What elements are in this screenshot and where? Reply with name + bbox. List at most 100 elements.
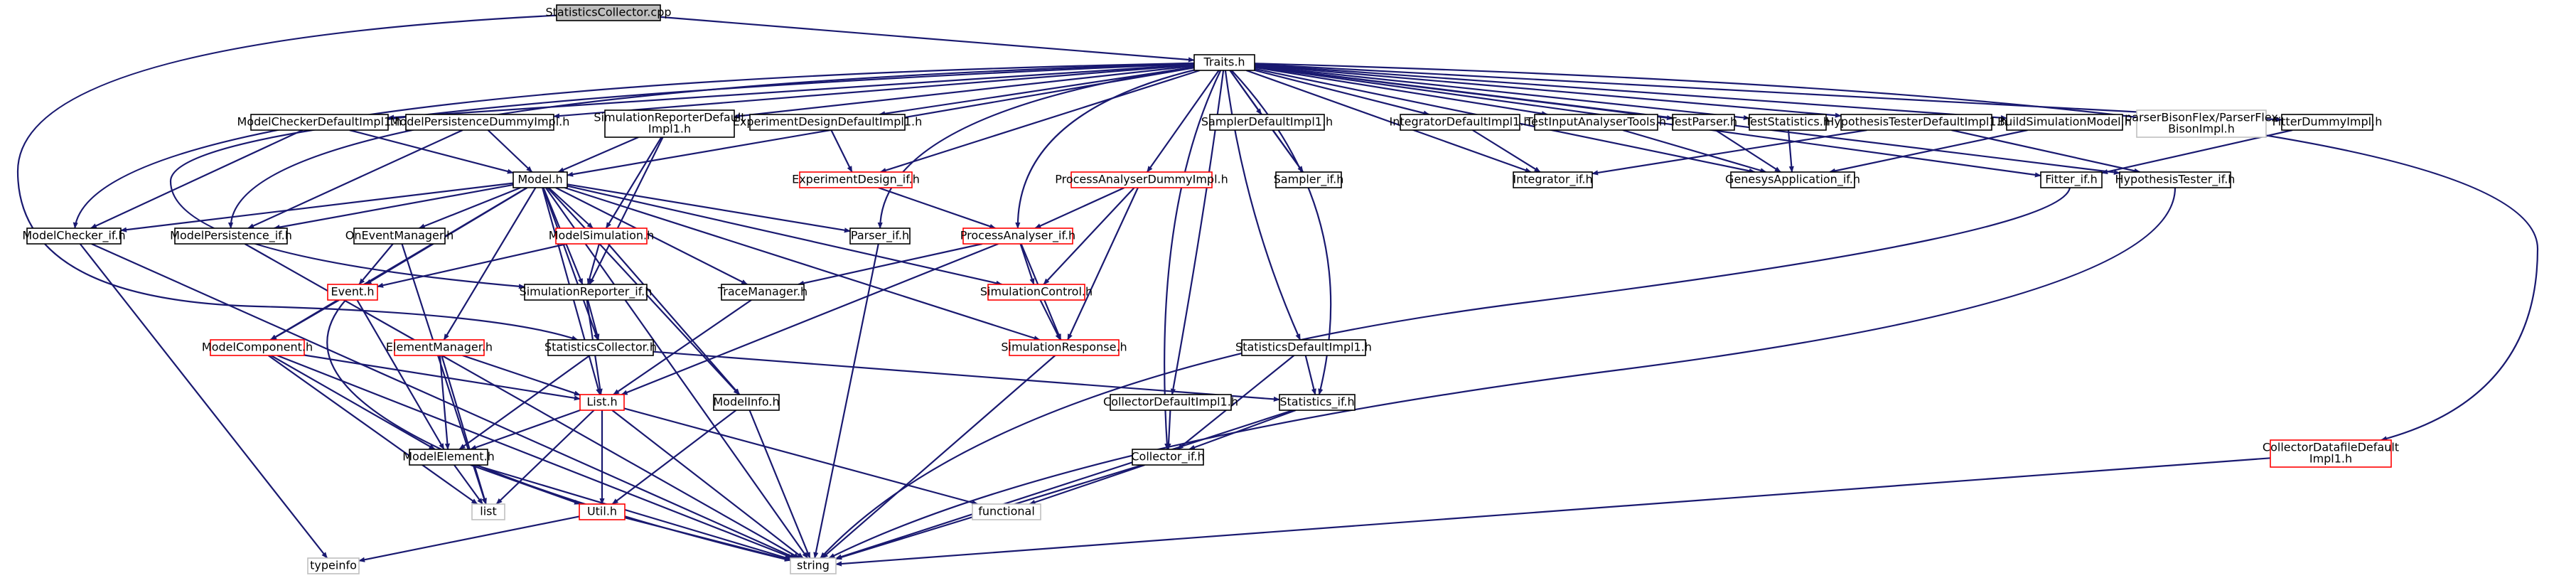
node-processanalyserdummyimpl_h[interactable]: ProcessAnalyserDummyImpl.h <box>1055 171 1228 188</box>
node-samplerdefaultimpl1_h[interactable]: SamplerDefaultImpl1.h <box>1201 114 1333 131</box>
edge-traits_h-to-integratordefaultimpl1_h <box>1254 69 1430 116</box>
node-experimentdesign_if_h[interactable]: ExperimentDesign_if.h <box>792 171 920 188</box>
node-box <box>579 394 625 411</box>
edge-traits_h-to-collector_if_h <box>1164 70 1222 450</box>
node-box <box>353 228 446 245</box>
node-simulationcontrol_h[interactable]: SimulationControl.h <box>980 284 1093 301</box>
edge-traits_h-to-modelcheckerdefaultimpl1_h <box>387 63 1195 120</box>
node-elementmanager_h[interactable]: ElementManager.h <box>386 339 493 356</box>
edge-modelpersistencedummyimpl_h-to-model_h <box>487 129 533 173</box>
edge-modelpersistencedummyimpl_h-to-modelpersistence_if_h <box>247 129 463 230</box>
node-box <box>524 284 648 301</box>
node-integrator_if_h[interactable]: Integrator_if.h <box>1513 171 1593 188</box>
edge-traits_h-to-statisticsdefaultimpl1_h <box>1224 70 1302 341</box>
edge-traits_h-to-collectordatafiledefaultimpl1_h <box>1254 63 2539 441</box>
node-box <box>962 228 1073 245</box>
node-label: Fitter_if.h <box>2045 173 2098 187</box>
node-label: string <box>797 559 830 572</box>
node-label: BisonImpl.h <box>2168 122 2235 136</box>
node-event_h[interactable]: Event.h <box>327 284 378 301</box>
node-statistics_if_h[interactable]: Statistics_if.h <box>1279 394 1356 411</box>
node-model_h[interactable]: Model.h <box>512 171 568 188</box>
node-modelinfo_h[interactable]: ModelInfo.h <box>713 394 780 411</box>
node-fitter_if_h[interactable]: Fitter_if.h <box>2040 171 2103 188</box>
node-label: SimulationResponse.h <box>1001 341 1127 354</box>
node-label: ModelInfo.h <box>713 395 779 409</box>
node-box <box>1400 114 1520 131</box>
node-modelcomponent_h[interactable]: ModelComponent.h <box>202 339 313 356</box>
node-tracemanager_h[interactable]: TraceManager.h <box>717 284 807 301</box>
node-box <box>1241 339 1366 356</box>
node-parser_if_h[interactable]: Parser_if.h <box>849 228 911 245</box>
node-modelelement_h[interactable]: ModelElement.h <box>402 449 495 466</box>
edge-traits_h-to-processanalyser_if_h <box>1015 69 1195 229</box>
node-modelchecker_if_h[interactable]: ModelChecker_if.h <box>22 228 126 245</box>
edge-simulationcontrol_h-to-simulationresponse_h <box>1039 299 1061 341</box>
edge-statisticsdefaultimpl1_h-to-statistics_if_h <box>1304 355 1316 395</box>
node-box <box>749 114 906 131</box>
edge-util_h-to-typeinfo <box>358 515 580 562</box>
node-list[interactable]: list <box>471 503 505 520</box>
node-testinputanalysertools_h[interactable]: TestInputAnalyserTools.h <box>1525 114 1666 131</box>
node-experimentdesigndefaultimpl1_h[interactable]: ExperimentDesignDefaultImpl1.h <box>733 114 922 131</box>
node-box <box>579 503 626 520</box>
node-integratordefaultimpl1_h[interactable]: IntegratorDefaultImpl1.h <box>1390 114 1531 131</box>
node-statisticscollector_h[interactable]: StatisticsCollector.h <box>544 339 657 356</box>
node-traits_h[interactable]: Traits.h <box>1193 54 1255 71</box>
node-statisticscollector_cpp[interactable]: StatisticsCollector.cpp <box>546 4 672 21</box>
edge-teststatistics_h-to-genesysapplication_if_h <box>1787 129 1794 173</box>
node-processanalyser_if_h[interactable]: ProcessAnalyser_if.h <box>960 228 1075 245</box>
node-functional[interactable]: functional <box>972 503 1041 520</box>
node-label: ProcessAnalyser_if.h <box>960 229 1075 243</box>
edge-model_h-to-parser_if_h <box>567 183 851 233</box>
node-label: ElementManager.h <box>386 341 493 354</box>
node-modelpersistence_if_h[interactable]: ModelPersistence_if.h <box>170 228 292 245</box>
node-buildsimulationmodel_h[interactable]: BuildSimulationModel.h <box>1997 114 2132 131</box>
node-list_h[interactable]: List.h <box>579 394 625 411</box>
node-simulationreporter_if_h[interactable]: SimulationReporter_if.h <box>520 284 653 301</box>
node-label: Traits.h <box>1203 55 1245 69</box>
edge-samplerdefaultimpl1_h-to-sampler_if_h <box>1272 129 1304 173</box>
node-modelpersistencedummyimpl_h[interactable]: ModelPersistenceDummyImpl.h <box>390 114 570 131</box>
node-label: TestStatistics.h <box>1744 115 1830 129</box>
edge-modelinfo_h-to-string <box>748 410 811 559</box>
node-hypothesistesterdefaultimpl1_h[interactable]: HypothesisTesterDefaultImpl1.h <box>1825 114 2007 131</box>
edge-simulationreporterdefaultimpl1_h-to-model_h <box>557 136 639 173</box>
node-oneventmanager_h[interactable]: OnEventManager.h <box>345 228 454 245</box>
edge-traits_h-to-modelpersistencedummyimpl_h <box>553 64 1195 119</box>
node-box <box>604 109 735 138</box>
node-label: SimulationReporterDefault <box>594 111 745 124</box>
node-simulationresponse_h[interactable]: SimulationResponse.h <box>1001 339 1127 356</box>
node-box <box>1730 171 1855 188</box>
node-string[interactable]: string <box>790 557 837 574</box>
node-collectordefaultimpl1_h[interactable]: CollectorDefaultImpl1.h <box>1103 394 1238 411</box>
node-fitterdummyimpl_h[interactable]: FitterDummyImpl.h <box>2272 114 2383 131</box>
node-sampler_if_h[interactable]: Sampler_if.h <box>1274 171 1344 188</box>
edge-modelelement_h-to-util_h <box>470 464 581 505</box>
edge-hypothesistester_if_h-to-string <box>828 187 2177 559</box>
edge-traits_h-to-collectordefaultimpl1_h <box>1170 70 1225 395</box>
node-label: SamplerDefaultImpl1.h <box>1201 115 1333 129</box>
node-label: StatisticsCollector.cpp <box>546 6 672 19</box>
node-hypothesistester_if_h[interactable]: HypothesisTester_if.h <box>2115 171 2236 188</box>
edge-statisticscollector_h-to-modelelement_h <box>458 355 591 450</box>
node-typeinfo[interactable]: typeinfo <box>307 557 360 574</box>
node-modelcheckerdefaultimpl1_h[interactable]: ModelCheckerDefaultImpl1.h <box>237 114 402 131</box>
node-label: List.h <box>586 395 617 409</box>
node-teststatistics_h[interactable]: TestStatistics.h <box>1744 114 1830 131</box>
node-statisticsdefaultimpl1_h[interactable]: StatisticsDefaultImpl1.h <box>1235 339 1372 356</box>
node-label: ModelElement.h <box>402 450 495 464</box>
node-label: Sampler_if.h <box>1274 173 1344 187</box>
edge-list_h-to-modelelement_h <box>470 409 581 451</box>
node-genesysapplication_if_h[interactable]: GenesysApplication_if.h <box>1725 171 1860 188</box>
node-modelsimulation_h[interactable]: ModelSimulation.h <box>549 228 655 245</box>
edge-modelcomponent_h-to-list <box>267 355 478 505</box>
node-collector_if_h[interactable]: Collector_if.h <box>1131 449 1205 466</box>
node-util_h[interactable]: Util.h <box>579 503 626 520</box>
edge-processanalyserdummyimpl_h-to-simulationresponse_h <box>1067 187 1139 341</box>
node-testparser_h[interactable]: TestParser.h <box>1669 114 1737 131</box>
